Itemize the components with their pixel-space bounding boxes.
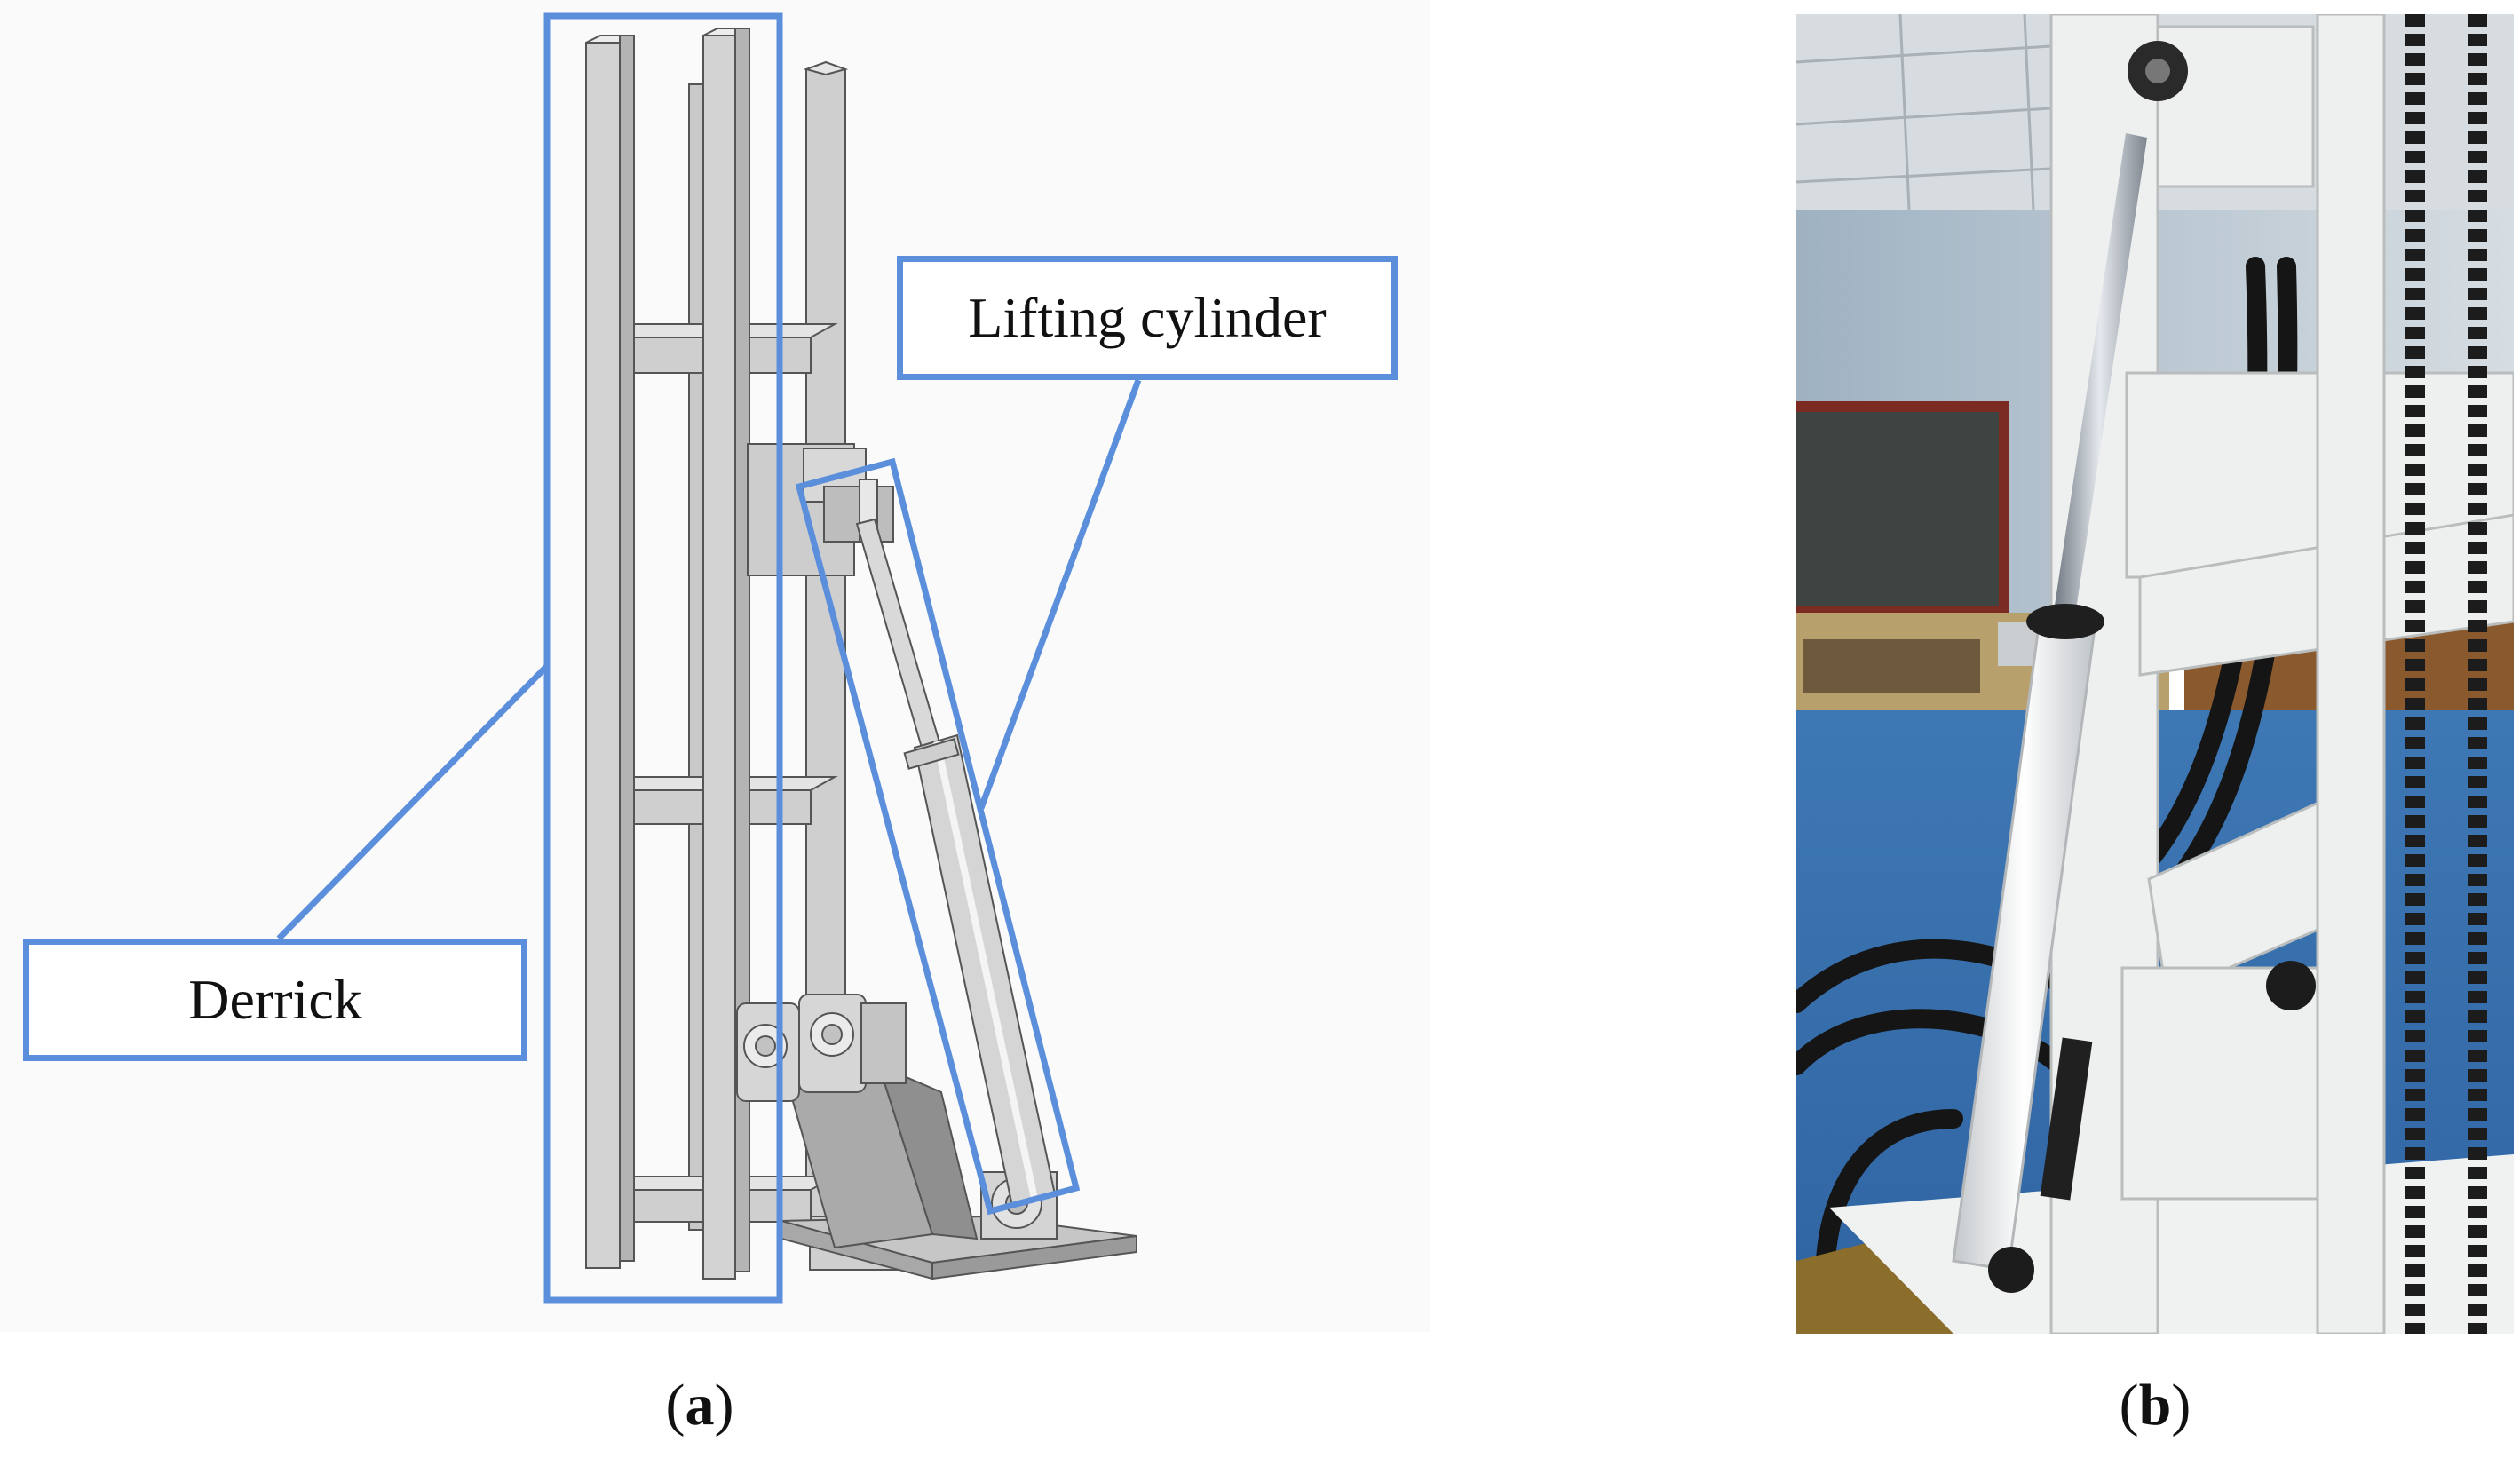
hydraulic-cylinder-photo — [1952, 41, 2316, 1293]
panel-b-photo — [1796, 14, 2514, 1334]
cylinder-leader-line — [978, 378, 1142, 810]
caption-a: (a) — [665, 1373, 734, 1438]
caption-a-letter: a — [685, 1373, 715, 1438]
derrick-frame — [585, 28, 838, 1280]
caption-b-letter: b — [2138, 1373, 2172, 1438]
derrick-label: Derrick — [188, 968, 362, 1031]
panel-a-drawing — [585, 28, 1137, 1280]
derrick-highlight-box — [543, 12, 783, 1304]
lifting-cylinder-drawing — [855, 518, 1057, 1208]
annotations — [276, 12, 1142, 1304]
lifting-cylinder-label-box: Lifting cylinder — [897, 256, 1398, 380]
caption-b: (b) — [2119, 1373, 2191, 1438]
derrick-label-box: Derrick — [23, 939, 527, 1061]
trolley-plate — [747, 443, 894, 576]
cylinder-highlight-box — [795, 457, 1081, 1216]
derrick-leader-line — [276, 663, 550, 941]
lifting-cylinder-label: Lifting cylinder — [968, 286, 1327, 349]
pivot-lugs — [736, 994, 907, 1102]
